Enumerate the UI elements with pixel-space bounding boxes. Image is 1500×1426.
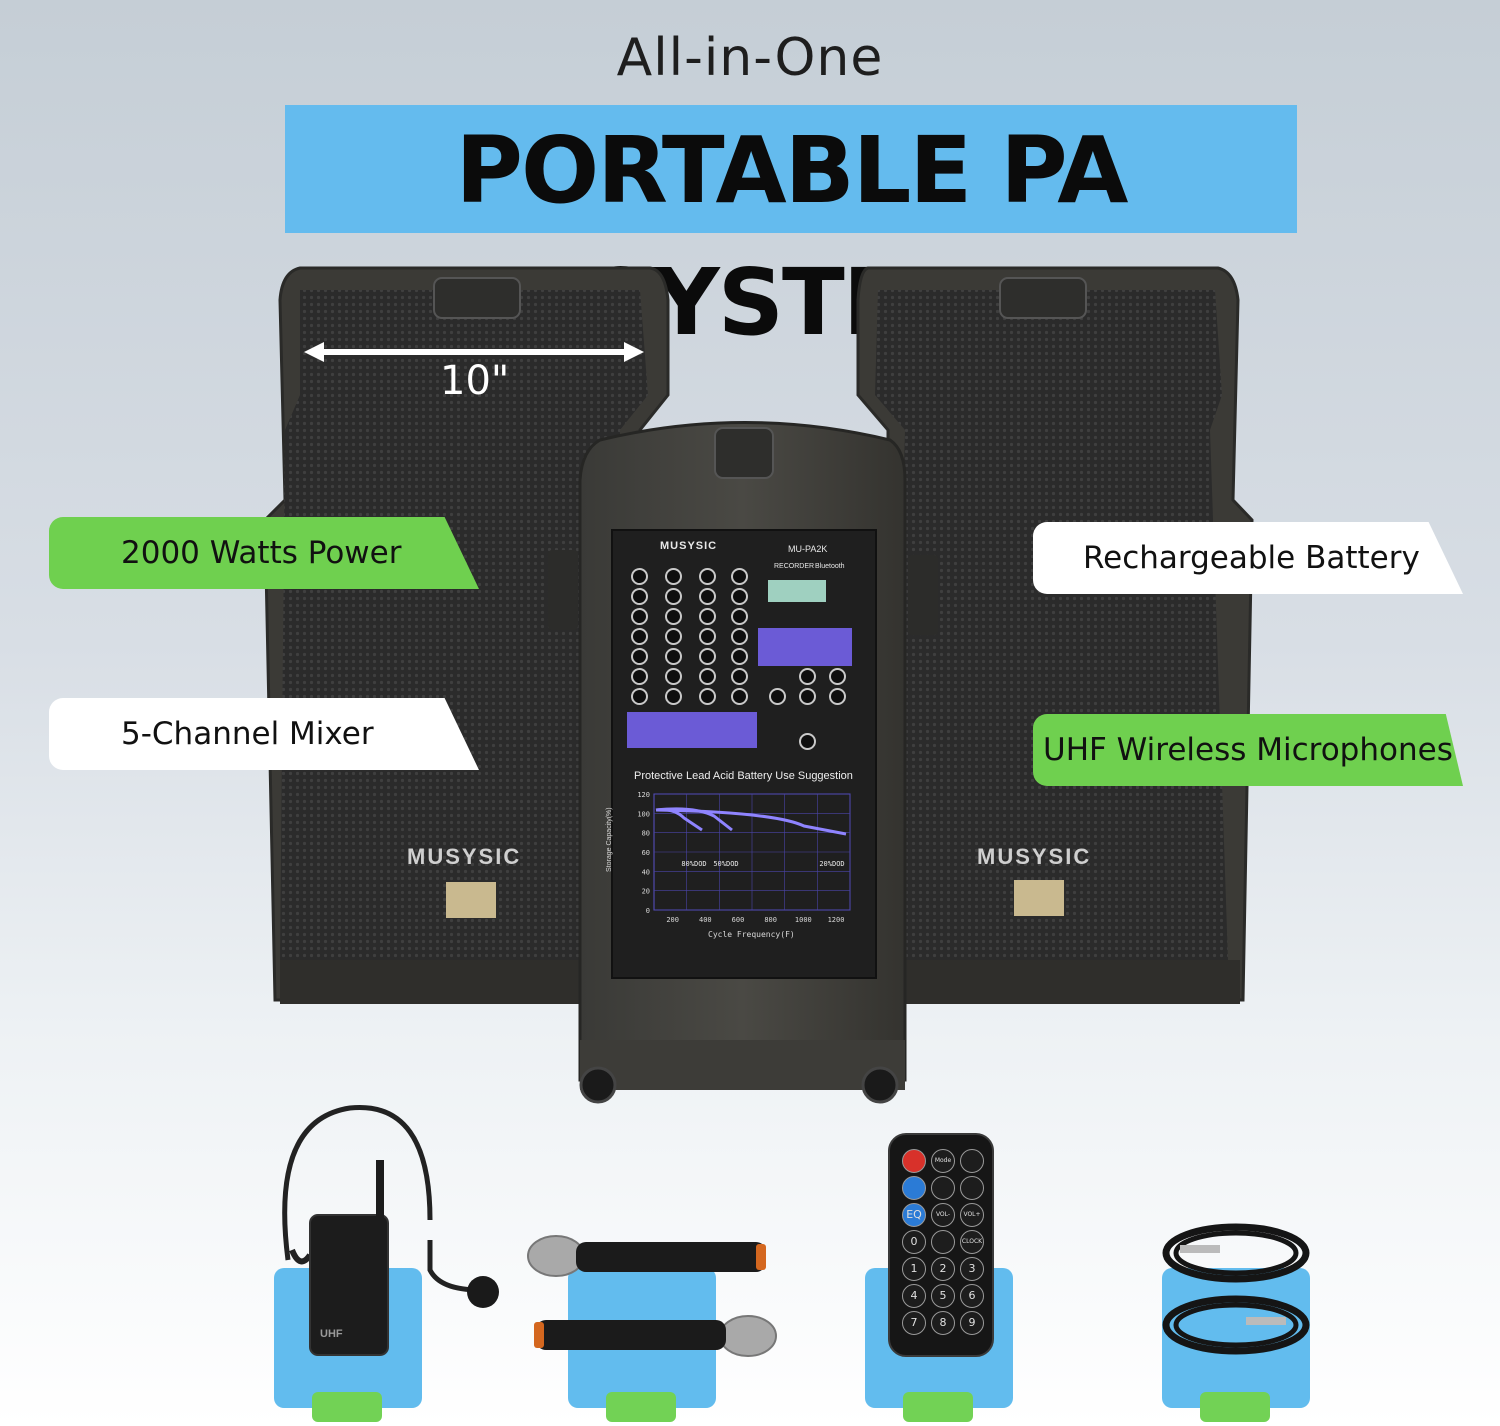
feature-power-badge: 2000 Watts Power [49,517,479,589]
remote-button: 6 [960,1284,984,1308]
remote-button [931,1176,955,1200]
curve-label: 80%DOD [681,860,706,868]
remote-button [931,1230,955,1254]
headset-microphone-image [282,1105,499,1356]
battery-chart-title: Protective Lead Acid Battery Use Suggest… [634,770,853,782]
remote-button: VOL+ [960,1203,984,1227]
speaker-size-label: 10" [440,358,510,404]
remote-button: 8 [931,1311,955,1335]
remote-button: 2 [931,1257,955,1281]
pa-system-product-image [263,266,1254,1104]
cables-tab [1200,1392,1270,1422]
x-tick-label: 200 [666,916,679,924]
remote-button: VOL- [931,1203,955,1227]
feature-mics-label: UHF Wireless Microphones [1043,732,1453,768]
remote-button [960,1149,984,1173]
mixer-brand: MUSYSIC [660,540,718,552]
y-tick-label: 20 [642,888,650,896]
feature-battery-badge: Rechargeable Battery [1033,522,1463,594]
feature-power-label: 2000 Watts Power [121,535,402,571]
remote-button: 7 [902,1311,926,1335]
y-tick-label: 0 [646,907,650,915]
left-speaker-brand: MUSYSIC [407,844,522,869]
remote-button: EQ [902,1203,926,1227]
feature-battery-label: Rechargeable Battery [1083,540,1420,576]
remote-button: 3 [960,1257,984,1281]
x-tick-label: 1000 [795,916,812,924]
headset-tab [312,1392,382,1422]
mixer-model: MU-PA2K [788,544,828,554]
x-tick-label: 1200 [828,916,845,924]
page-title: PORTABLE PA SYSTEM [455,117,1129,356]
recorder-label: RECORDER [774,563,815,570]
headset-brand: UHF [320,1328,343,1340]
x-tick-label: 400 [699,916,712,924]
remote-button: 1 [902,1257,926,1281]
remote-button: CLOCK [960,1230,984,1254]
y-tick-label: 40 [642,868,650,876]
handheld-microphones-image [527,1235,777,1357]
y-tick-label: 100 [637,810,650,818]
remote-button: Mode [931,1149,955,1173]
title-band [285,105,1297,233]
feature-mixer-label: 5-Channel Mixer [121,716,374,752]
remote-tab [903,1392,973,1422]
remote-button [902,1149,926,1173]
remote-button: 4 [902,1284,926,1308]
x-tick-label: 600 [732,916,745,924]
bluetooth-label: Bluetooth [815,563,845,570]
curve-label: 20%DOD [819,860,844,868]
y-tick-label: 120 [637,791,650,799]
mixer-cabinet [548,421,938,1104]
y-tick-label: 80 [642,830,650,838]
right-speaker-brand: MUSYSIC [977,844,1092,869]
feature-mics-badge: UHF Wireless Microphones [1033,714,1463,786]
remote-button [902,1176,926,1200]
remote-button: 0 [902,1230,926,1254]
y-tick-label: 60 [642,849,650,857]
audio-cables-image [1162,1223,1310,1355]
right-speaker [856,266,1254,1004]
feature-mixer-badge: 5-Channel Mixer [49,698,479,770]
remote-button: 5 [931,1284,955,1308]
curve-label: 50%DOD [713,860,738,868]
subtitle: All-in-One [616,28,884,88]
battery-chart-ylabel: Storage Capacity(%) [606,807,613,872]
handheld-mics-tab [606,1392,676,1422]
remote-button [960,1176,984,1200]
battery-chart-xlabel: Cycle Frequency(F) [708,930,795,939]
remote-button: 9 [960,1311,984,1335]
x-tick-label: 800 [764,916,777,924]
